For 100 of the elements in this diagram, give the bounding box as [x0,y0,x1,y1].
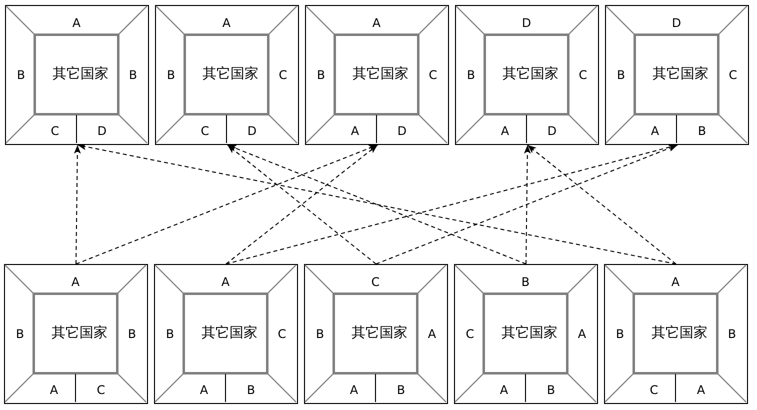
panel-letter: A [222,16,231,30]
square-frame [455,5,599,145]
arrow [74,144,81,264]
center-label: 其它国家 [352,66,408,83]
center-label: 其它国家 [652,325,708,342]
bottom-panel [455,374,526,402]
panel-letter: A [221,275,230,289]
center-label: 其它国家 [502,66,558,83]
bottom-panel [155,374,226,402]
arrow [527,144,676,264]
center-label: 其它国家 [202,66,258,83]
panel-letter: B [128,68,138,82]
panel-letter: A [372,16,381,30]
bottom-panel [606,115,677,143]
panel-letter: B [396,383,406,397]
panel-letter: B [521,275,530,289]
center-square [633,293,718,374]
panel-letter: C [371,275,380,289]
bottom-panel [76,374,146,402]
bottom-panel [376,374,446,402]
center-label: 其它国家 [202,325,258,342]
panel-letter: D [547,124,557,138]
center-square [333,293,418,374]
bottom-panel [156,115,227,143]
center-square [483,293,568,374]
bottom-panel [456,115,527,143]
square-frame [304,264,448,404]
panel-letter: C [278,68,288,82]
square-frame [155,5,299,145]
panel-letter: C [50,124,60,138]
panel-letter: A [671,275,680,289]
bottom-panel [226,374,296,402]
panel-letter: C [728,68,738,82]
bottom-panel [305,374,376,402]
panel-letter: A [200,383,208,397]
arrow [376,144,678,264]
panel-letter: C [278,326,286,340]
bottom-panel [6,115,77,143]
center-label: 其它国家 [352,325,408,342]
panel-letter: B [128,326,136,340]
arrow [77,143,676,264]
bottom-panel [227,115,297,143]
panel-letter: D [522,16,532,30]
panel-letter: B [466,68,476,82]
bottom-panel [677,115,747,143]
center-square [33,293,118,374]
center-square [184,34,269,115]
panel-letter: D [97,124,107,138]
panel-letter: B [698,124,706,138]
panel-letter: B [616,326,624,340]
center-square [484,34,569,115]
center-label: 其它国家 [52,325,108,342]
panel-letter: B [16,68,26,82]
square-frame [5,5,149,145]
panel-letter: D [247,124,257,138]
panel-letter: B [316,326,324,340]
arrow [76,144,378,264]
panel-letter: A [50,383,58,397]
square-frame [154,264,298,404]
panel-letter: A [578,326,586,340]
panel-letter: A [350,383,358,397]
panel-letter: D [397,124,407,138]
bottom-panel [527,115,597,143]
center-square [183,293,268,374]
bottom-panel [77,115,147,143]
bottom-panel [377,115,447,143]
center-label: 其它国家 [652,66,708,83]
square-frame [604,264,748,404]
panel-letter: A [696,383,706,397]
panel-letter: B [728,326,736,340]
bottom-panel [676,374,746,402]
arrow [524,144,531,264]
panel-letter: C [466,326,474,340]
panel-letter: B [166,68,176,82]
bottom-panel [605,374,676,402]
panel-letter: A [650,124,660,138]
panel-letter: C [200,124,210,138]
panel-letter: B [546,383,556,397]
center-label: 其它国家 [52,66,108,83]
bottom-panel [306,115,377,143]
panel-letter: B [246,383,256,397]
square-frame [454,264,598,404]
center-square [634,34,719,115]
center-label: 其它国家 [502,325,558,342]
panel-letter: D [672,16,682,30]
arrow [227,144,526,264]
panel-letter: A [500,124,510,138]
center-square [34,34,119,115]
square-frame [605,5,749,145]
square-frame [4,264,148,404]
panel-letter: C [578,68,588,82]
center-square [334,34,419,115]
square-frame [305,5,449,145]
panel-letter: B [316,68,326,82]
panel-letter: C [428,68,438,82]
panel-letter: A [71,275,80,289]
bottom-panel [5,374,76,402]
panel-letter: A [350,124,360,138]
panel-letter: C [650,383,658,397]
panel-letter: B [16,326,24,340]
